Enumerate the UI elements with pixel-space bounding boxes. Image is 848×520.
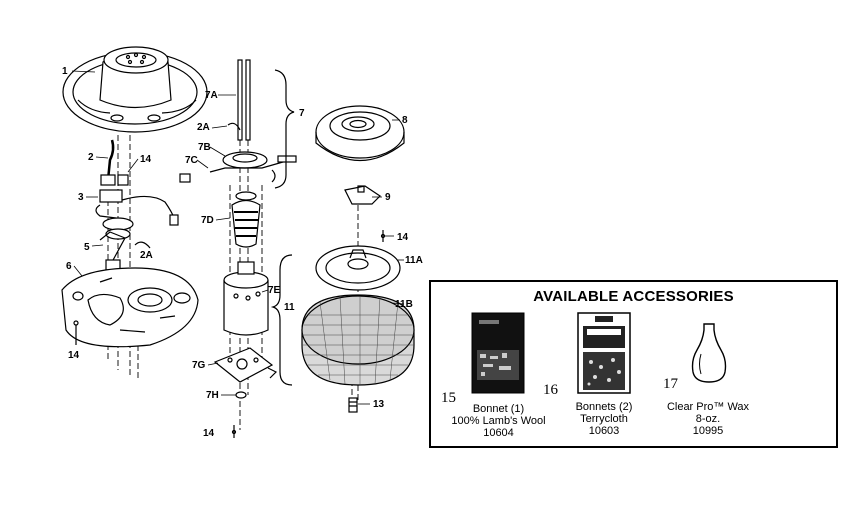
- part-7e-motor: [223, 261, 269, 336]
- accessory-15-part-no: 10604: [483, 427, 514, 439]
- callout-9: 9: [385, 192, 391, 203]
- callout-13: 13: [373, 399, 385, 410]
- accessory-17-part-no: 10995: [692, 425, 724, 437]
- bonnets-package-icon: [577, 312, 631, 394]
- callout-1: 1: [62, 66, 68, 77]
- callout-5: 5: [84, 242, 90, 253]
- part-9-clip: [344, 185, 381, 205]
- part-11a-drive-block: [315, 245, 401, 291]
- callout-2: 2: [88, 152, 94, 163]
- callout-2a-mid: 2A: [197, 122, 210, 133]
- accessory-17-desc: 8-oz.: [695, 413, 721, 425]
- callout-7h: 7H: [206, 390, 219, 401]
- part-13-bolt: [348, 397, 358, 413]
- wax-bottle-icon: [691, 323, 727, 383]
- accessory-17-name: Clear Pro™ Wax: [666, 401, 750, 413]
- accessory-15-number: 15: [441, 390, 456, 406]
- callout-14-b: 14: [68, 350, 80, 361]
- accessory-16-name: Bonnets (2): [575, 401, 633, 413]
- screw-14-bottom: [231, 425, 237, 438]
- accessories-title: AVAILABLE ACCESSORIES: [533, 288, 734, 305]
- part-7b-housing: [179, 151, 297, 183]
- accessory-15-desc: 100% Lamb's Wool: [451, 415, 546, 427]
- part-7g-endbell: [213, 347, 278, 383]
- callout-7g: 7G: [192, 360, 206, 371]
- screw-14-left: [73, 320, 79, 345]
- callout-2a-left: 2A: [140, 250, 153, 261]
- part-7d-armature: [231, 191, 261, 248]
- callout-11: 11: [284, 302, 295, 313]
- accessory-16-part-no: 10603: [588, 425, 620, 437]
- callout-7e: 7E: [268, 285, 281, 296]
- callout-11a: 11A: [405, 255, 423, 266]
- part-2-cord: [100, 139, 129, 186]
- accessories-panel: AVAILABLE ACCESSORIES 15 Bonnet (1) 100%…: [429, 280, 838, 448]
- callout-14-a: 14: [140, 154, 152, 165]
- part-8-plate: [315, 105, 405, 161]
- part-11b-pad: [301, 294, 415, 386]
- callout-7b: 7B: [198, 142, 211, 153]
- part-7h-bearing: [235, 391, 247, 399]
- part-1-cover: [62, 46, 208, 133]
- accessory-16-number: 16: [543, 382, 558, 398]
- callout-14-c: 14: [203, 428, 215, 439]
- callout-7d: 7D: [201, 215, 214, 226]
- callout-7a: 7A: [205, 90, 218, 101]
- callout-8: 8: [402, 115, 408, 126]
- part-7a-shaft: [227, 59, 251, 141]
- accessory-16-desc: Terrycloth: [580, 413, 628, 425]
- callout-3: 3: [78, 192, 84, 203]
- part-3-switch: [95, 189, 179, 240]
- screw-14-right: [380, 230, 386, 242]
- part-6-base: [61, 267, 199, 348]
- callout-11b: 11B: [395, 299, 413, 310]
- callout-7c: 7C: [185, 155, 198, 166]
- callout-7: 7: [299, 108, 305, 119]
- callout-14-d: 14: [397, 232, 409, 243]
- callout-6: 6: [66, 261, 72, 272]
- accessory-17-number: 17: [663, 376, 678, 392]
- bonnet-package-icon: [471, 312, 525, 394]
- accessory-15-name: Bonnet (1): [472, 403, 525, 415]
